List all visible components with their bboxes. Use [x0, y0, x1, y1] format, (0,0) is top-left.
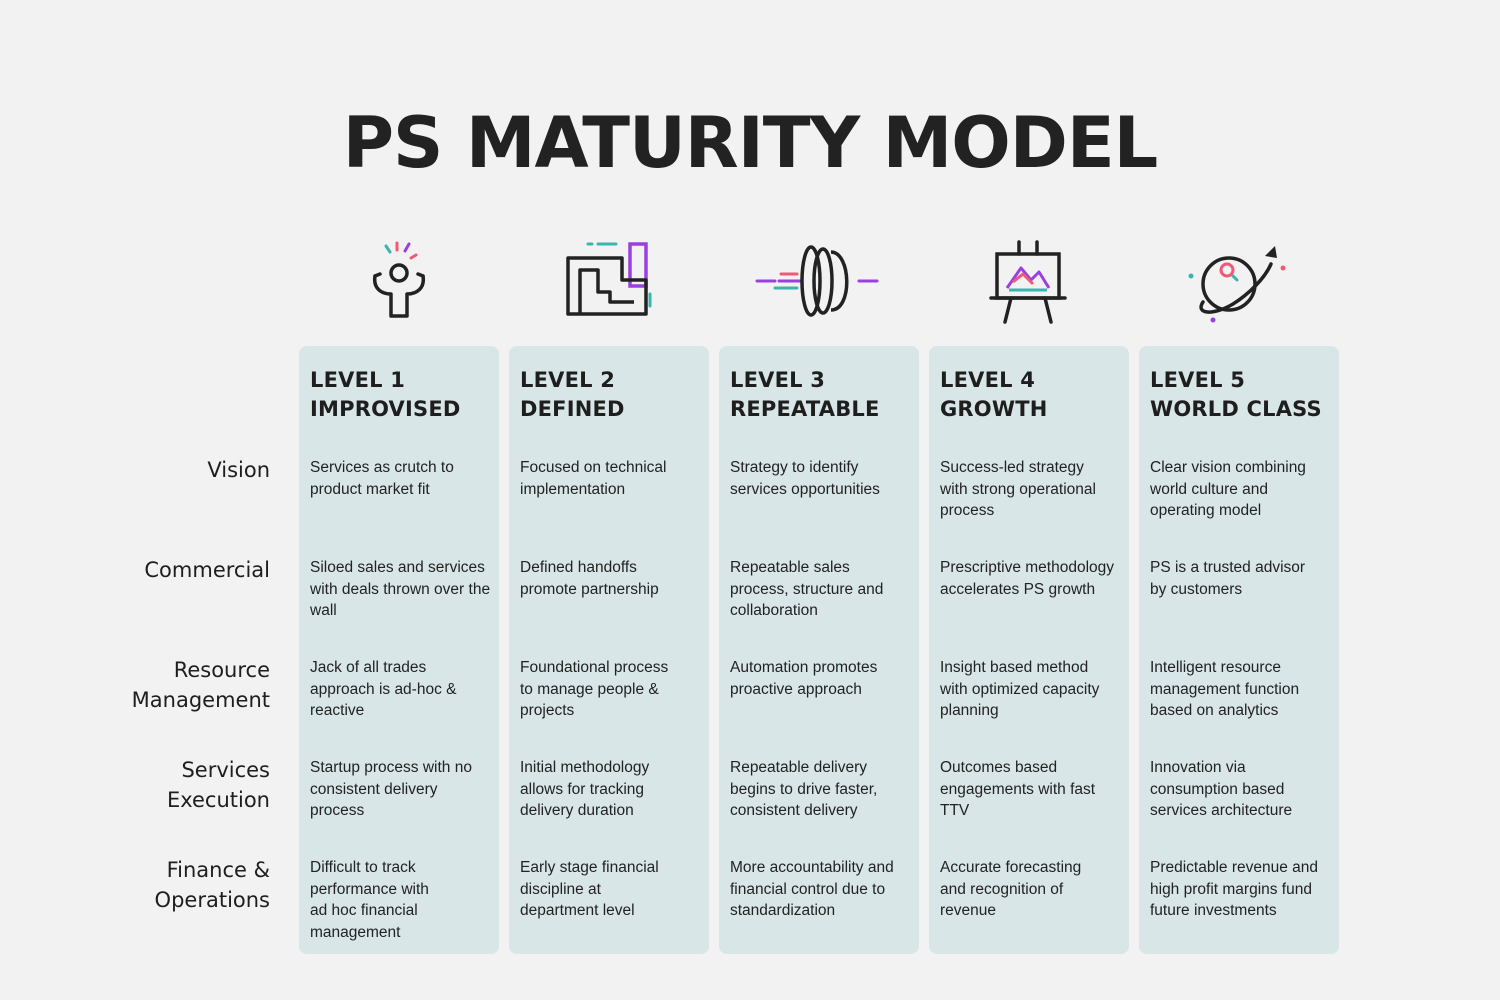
planet-rocket-icon	[1138, 236, 1338, 326]
page-title: PS MATURITY MODEL	[342, 102, 1159, 184]
level-5-column: LEVEL 5 WORLD CLASS Clear vision combini…	[1139, 346, 1339, 954]
cell-finance-operations: More accountability and financial contro…	[730, 859, 894, 919]
cell-resource-management: Foundational process to manage people & …	[520, 659, 669, 719]
cell-services-execution: Initial methodology allows for tracking …	[520, 759, 650, 819]
cell-services-execution: Repeatable delivery begins to drive fast…	[730, 759, 878, 819]
cell-finance-operations: Difficult to track performance with ad h…	[310, 859, 429, 941]
cell-services-execution: Innovation via consumption based service…	[1150, 759, 1293, 819]
level-4-header: LEVEL 4 GROWTH	[940, 366, 1048, 424]
level-3-column: LEVEL 3 REPEATABLE Strategy to identify …	[719, 346, 919, 954]
level-3-header: LEVEL 3 REPEATABLE	[730, 366, 880, 424]
level-number: LEVEL 2	[520, 368, 616, 392]
level-name: IMPROVISED	[310, 397, 461, 421]
level-number: LEVEL 5	[1150, 368, 1246, 392]
spinning-discs-icon	[718, 236, 918, 326]
cell-services-execution: Outcomes based engagements with fast TTV	[940, 759, 1096, 819]
cell-commercial: Prescriptive methodology accelerates PS …	[940, 559, 1115, 598]
cell-commercial: Repeatable sales process, structure and …	[730, 559, 884, 619]
row-label-resource-management: Resource Management	[131, 658, 270, 712]
level-number: LEVEL 4	[940, 368, 1036, 392]
level-name: REPEATABLE	[730, 397, 880, 421]
row-label-vision: Vision	[207, 458, 270, 482]
cell-finance-operations: Accurate forecasting and recognition of …	[940, 859, 1082, 919]
cell-vision: Focused on technical implementation	[520, 459, 667, 498]
level-name: WORLD CLASS	[1150, 397, 1322, 421]
cell-commercial: PS is a trusted advisor by customers	[1150, 559, 1306, 598]
cell-finance-operations: Predictable revenue and high profit marg…	[1150, 859, 1319, 919]
row-label-commercial: Commercial	[144, 558, 270, 582]
level-2-header: LEVEL 2 DEFINED	[520, 366, 625, 424]
cell-resource-management: Insight based method with optimized capa…	[940, 659, 1100, 719]
cell-vision: Strategy to identify services opportunit…	[730, 459, 880, 498]
cell-resource-management: Intelligent resource management function…	[1150, 659, 1300, 719]
cell-resource-management: Automation promotes proactive approach	[730, 659, 878, 698]
easel-icon	[928, 236, 1128, 326]
level-number: LEVEL 1	[310, 368, 406, 392]
cell-commercial: Defined handoffs promote partnership	[520, 559, 659, 598]
level-name: DEFINED	[520, 397, 625, 421]
cell-vision: Success-led strategy with strong operati…	[940, 459, 1096, 519]
cell-resource-management: Jack of all trades approach is ad-hoc & …	[310, 659, 457, 719]
maze-icon	[508, 236, 708, 326]
level-name: GROWTH	[940, 397, 1048, 421]
level-1-column: LEVEL 1 IMPROVISED Services as crutch to…	[299, 346, 499, 954]
cell-vision: Services as crutch to product market fit	[310, 459, 454, 498]
level-2-column: LEVEL 2 DEFINED Focused on technical imp…	[509, 346, 709, 954]
level-1-header: LEVEL 1 IMPROVISED	[310, 366, 461, 424]
celebrating-person-icon	[298, 236, 498, 326]
level-number: LEVEL 3	[730, 368, 826, 392]
level-4-column: LEVEL 4 GROWTH Success-led strategy with…	[929, 346, 1129, 954]
cell-vision: Clear vision combining world culture and…	[1150, 459, 1306, 519]
row-label-services-execution: Services Execution	[166, 758, 270, 812]
level-5-header: LEVEL 5 WORLD CLASS	[1150, 366, 1322, 424]
cell-commercial: Siloed sales and services with deals thr…	[310, 559, 491, 619]
cell-services-execution: Startup process with no consistent deliv…	[310, 759, 472, 819]
row-label-finance-operations: Finance & Operations	[154, 858, 270, 912]
cell-finance-operations: Early stage financial discipline at depa…	[520, 859, 659, 919]
